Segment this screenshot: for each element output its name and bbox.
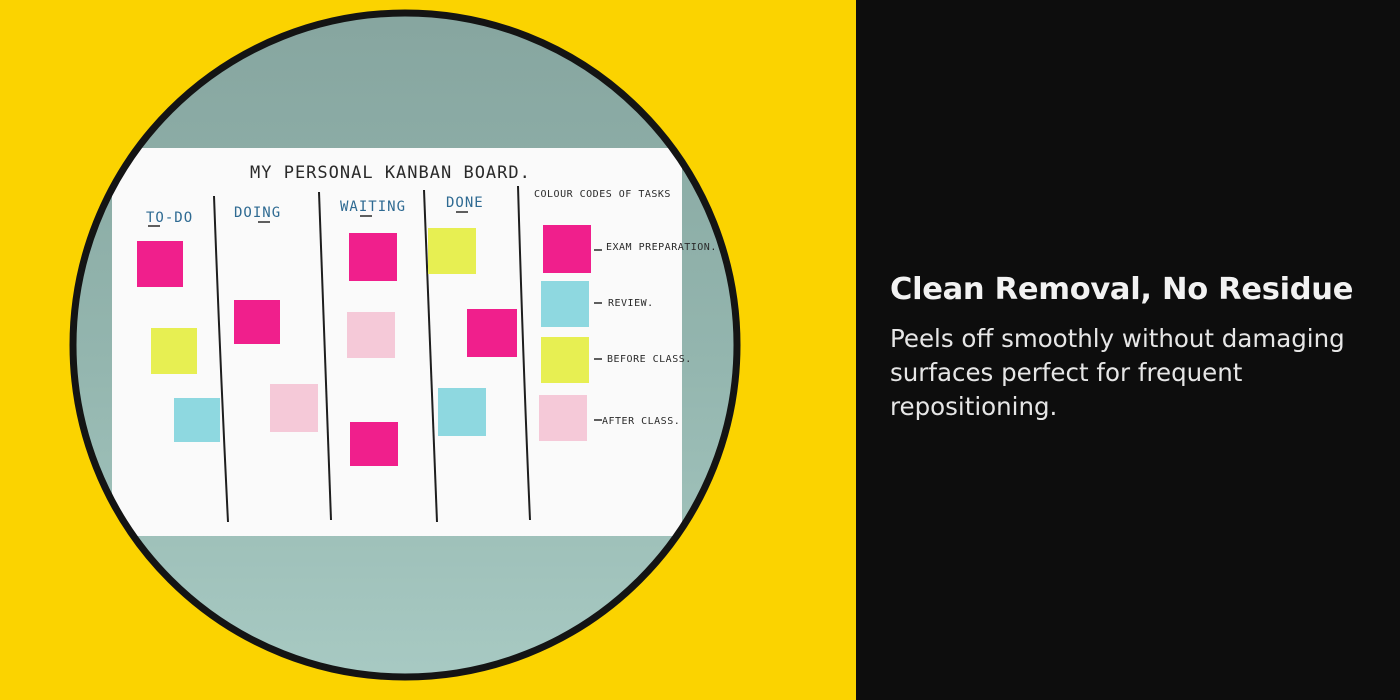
- sticky-note: [428, 228, 476, 274]
- legend-label-before-class: BEFORE CLASS.: [607, 354, 692, 365]
- text-panel: Clean Removal, No Residue Peels off smoo…: [856, 0, 1400, 700]
- sticky-note: [350, 422, 398, 466]
- legend-label-review: REVIEW.: [608, 298, 654, 309]
- column-header-done: DONE: [446, 195, 484, 211]
- board-title: MY PERSONAL KANBAN BOARD.: [250, 163, 531, 183]
- column-divider: [318, 191, 332, 521]
- photo-circle-border: [69, 9, 741, 681]
- legend-title: COLOUR CODES OF TASKS: [534, 189, 671, 200]
- headline: Clean Removal, No Residue: [890, 272, 1354, 307]
- column-header-doing: DOING: [234, 205, 281, 221]
- sticky-note: [234, 300, 280, 344]
- sticky-note: [270, 384, 318, 432]
- sticky-note: [349, 233, 397, 281]
- sticky-note: [347, 312, 395, 358]
- kanban-photo: MY PERSONAL KANBAN BOARD. TO-DO DOING WA…: [0, 0, 856, 700]
- photo-panel: MY PERSONAL KANBAN BOARD. TO-DO DOING WA…: [0, 0, 856, 700]
- legend-note-blue: [541, 281, 589, 327]
- legend-note-light-pink: [539, 395, 587, 441]
- sticky-note: [467, 309, 517, 357]
- column-divider: [423, 189, 438, 523]
- sticky-note: [151, 328, 197, 374]
- sticky-note: [174, 398, 220, 442]
- column-divider: [213, 195, 229, 523]
- legend-label-after-class: AFTER CLASS.: [602, 416, 680, 427]
- sticky-note: [137, 241, 183, 287]
- column-header-waiting: WAITING: [340, 199, 406, 215]
- column-divider: [517, 185, 531, 521]
- column-header-todo: TO-DO: [146, 210, 193, 226]
- sticky-note: [438, 388, 486, 436]
- legend-label-exam-preparation: EXAM PREPARATION.: [606, 242, 717, 253]
- body-copy: Peels off smoothly without damaging surf…: [890, 324, 1345, 421]
- legend-note-pink: [543, 225, 591, 273]
- legend-note-yellow: [541, 337, 589, 383]
